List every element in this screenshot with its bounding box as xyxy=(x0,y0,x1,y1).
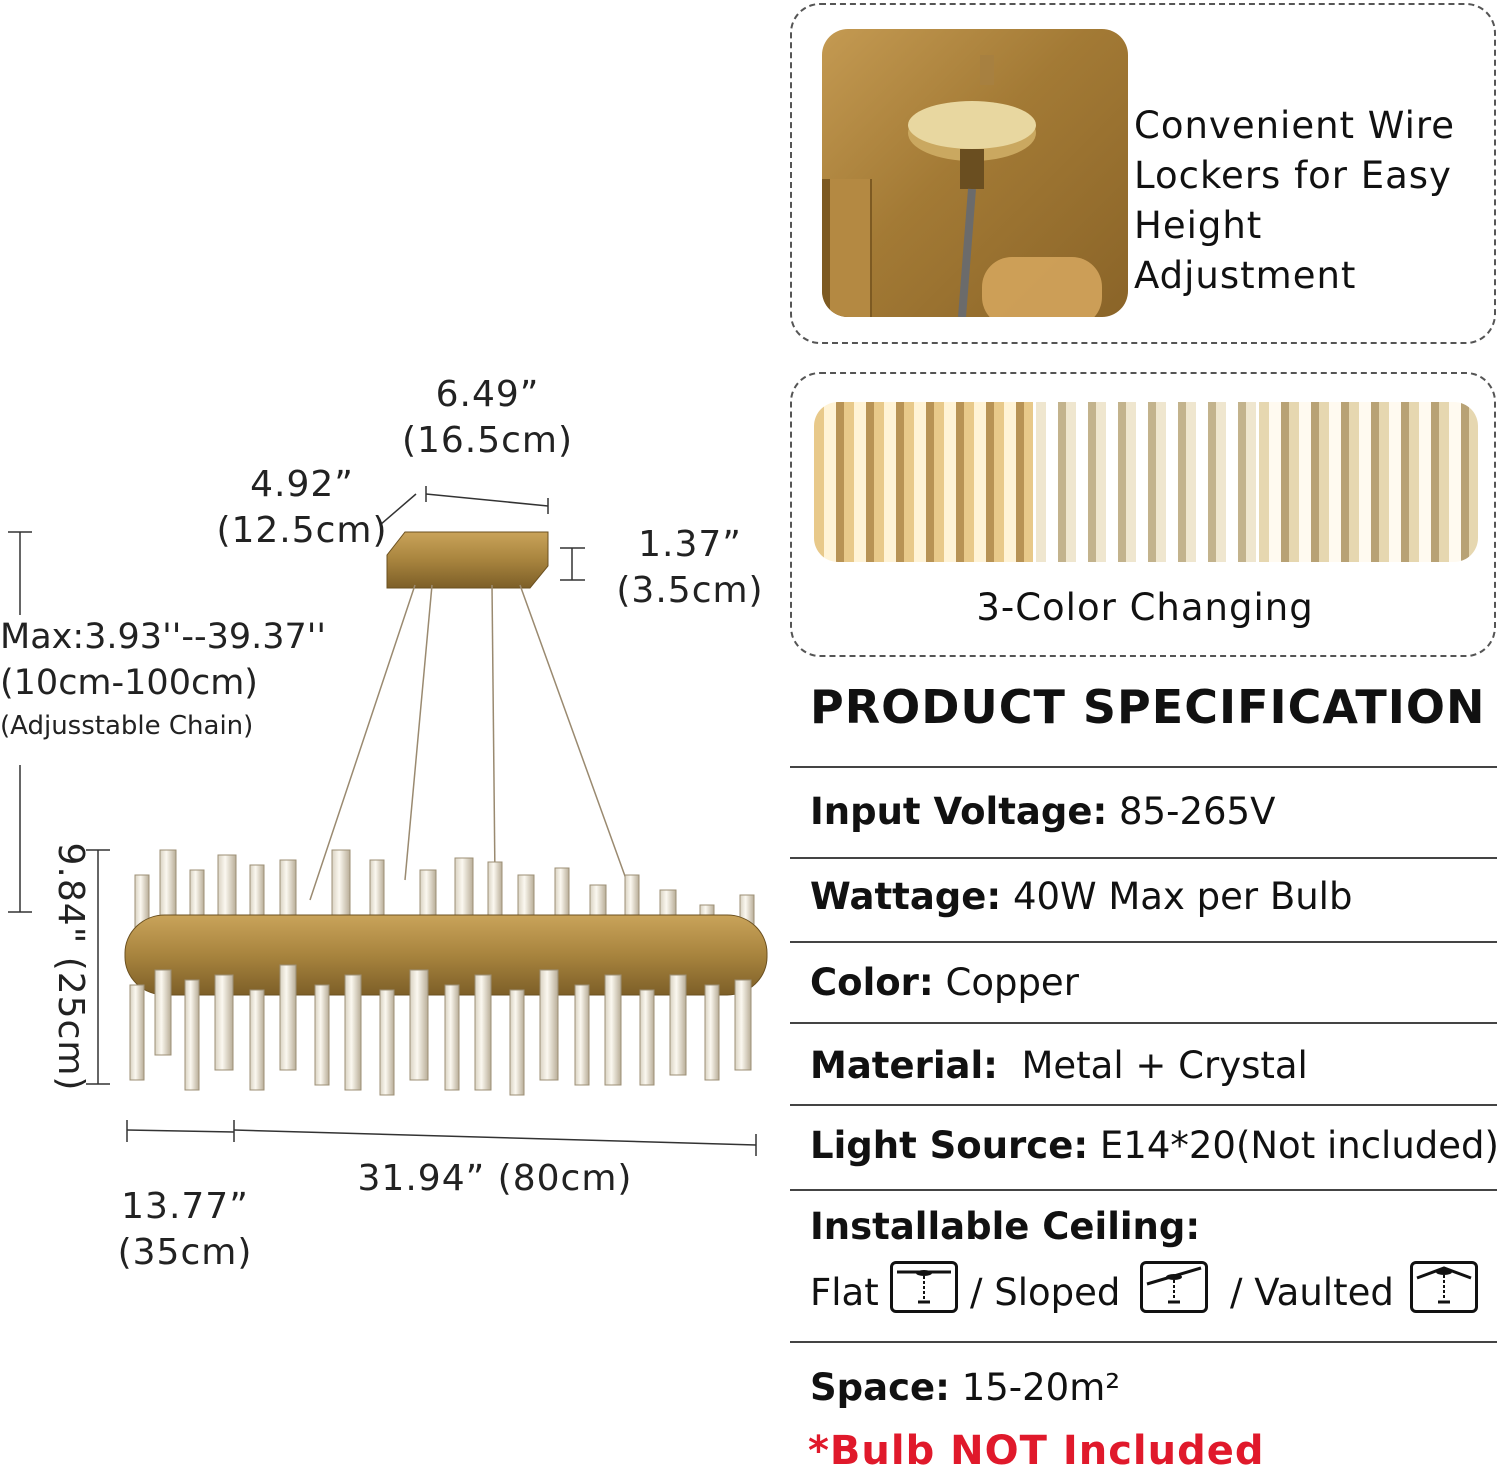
space-value: 15-20m² xyxy=(949,1366,1121,1409)
length-label: 31.94” (80cm) xyxy=(357,1158,633,1199)
bulb-not-included-note: *Bulb NOT Included xyxy=(808,1428,1265,1474)
wire-locker-line-1: Convenient Wire xyxy=(1134,104,1456,147)
top-depth-label: 4.92” (12.5cm) xyxy=(212,462,392,554)
top-width-inches: 6.49” xyxy=(435,374,540,415)
ceiling-vaulted-label: / Vaulted xyxy=(1230,1271,1394,1314)
spec-row-wattage: Wattage: 40W Max per Bulb xyxy=(790,859,1497,943)
chain-max: Max:3.93''--39.37'' xyxy=(0,617,327,657)
ceiling-sloped-label: / Sloped xyxy=(970,1271,1121,1314)
color-swatch-warm xyxy=(814,402,1034,562)
color-changing-label: 3-Color Changing xyxy=(976,586,1314,629)
spec-row-light-source: Light Source: E14*20(Not included) xyxy=(790,1106,1499,1191)
color-changing-feature: 3-Color Changing xyxy=(790,372,1496,657)
wire-locker-line-2: Lockers for Easy xyxy=(1134,154,1452,197)
product-diagram xyxy=(0,360,780,1280)
wire-locker-line-3: Height Adjustment xyxy=(1134,204,1357,297)
width-inches: 13.77” xyxy=(121,1186,249,1227)
color-swatch-strip xyxy=(814,402,1478,562)
vaulted-ceiling-icon xyxy=(1410,1261,1478,1313)
sloped-ceiling-icon xyxy=(1140,1261,1208,1313)
spec-label: Input Voltage: xyxy=(810,790,1108,833)
width-cm: (35cm) xyxy=(117,1232,253,1273)
color-swatch-cool xyxy=(1258,402,1478,562)
flat-ceiling-icon xyxy=(890,1261,958,1313)
spec-row-ceiling: Installable Ceiling: Flat / Sloped / Vau… xyxy=(790,1191,1497,1343)
top-width-cm: (16.5cm) xyxy=(401,420,574,461)
ceiling-label: Installable Ceiling: xyxy=(810,1205,1201,1248)
spec-row-material: Material: Metal + Crystal xyxy=(790,1024,1497,1106)
spec-value: 40W Max per Bulb xyxy=(1001,875,1353,918)
wire-locker-illustration xyxy=(822,55,1102,317)
chain-length-label: Max:3.93''--39.37'' (10cm-100cm) (Adjuss… xyxy=(0,614,340,746)
width-label: 13.77” (35cm) xyxy=(100,1184,270,1276)
spec-heading-rule xyxy=(790,766,1497,768)
spec-value: E14*20(Not included) xyxy=(1088,1124,1499,1167)
spec-value: 85-265V xyxy=(1107,790,1276,833)
top-width-label: 6.49” (16.5cm) xyxy=(395,372,580,464)
spec-space: Space: 15-20m² xyxy=(810,1366,1120,1409)
spec-row-voltage: Input Voltage: 85-265V xyxy=(790,768,1497,859)
color-swatch-neutral xyxy=(1036,402,1256,562)
wire-locker-text: Convenient Wire Lockers for Easy Height … xyxy=(1134,101,1494,301)
spec-heading: PRODUCT SPECIFICATION xyxy=(810,680,1486,734)
spec-value: Copper xyxy=(933,961,1079,1004)
wire-locker-feature: Convenient Wire Lockers for Easy Height … xyxy=(790,3,1496,344)
body-height-label: 9.84" (25cm) xyxy=(50,842,91,1092)
chandelier-illustration xyxy=(8,486,768,1156)
spec-row-color: Color: Copper xyxy=(790,943,1497,1024)
wire-locker-photo xyxy=(822,29,1128,317)
chain-cm: (10cm-100cm) xyxy=(0,663,258,703)
canopy-height-inches: 1.37” xyxy=(638,524,742,565)
top-depth-cm: (12.5cm) xyxy=(216,510,388,551)
canopy-height-cm: (3.5cm) xyxy=(616,570,764,611)
spec-label: Color: xyxy=(810,961,934,1004)
spec-label: Light Source: xyxy=(810,1124,1089,1167)
space-label: Space: xyxy=(810,1366,950,1409)
spec-label: Wattage: xyxy=(810,875,1002,918)
top-depth-inches: 4.92” xyxy=(250,464,354,505)
spec-label: Material: xyxy=(810,1044,998,1087)
canopy-height-label: 1.37” (3.5cm) xyxy=(600,522,780,614)
spec-value: Metal + Crystal xyxy=(997,1044,1308,1087)
chain-note: (Adjusstable Chain) xyxy=(0,711,254,741)
ceiling-flat-label: Flat xyxy=(810,1271,879,1314)
